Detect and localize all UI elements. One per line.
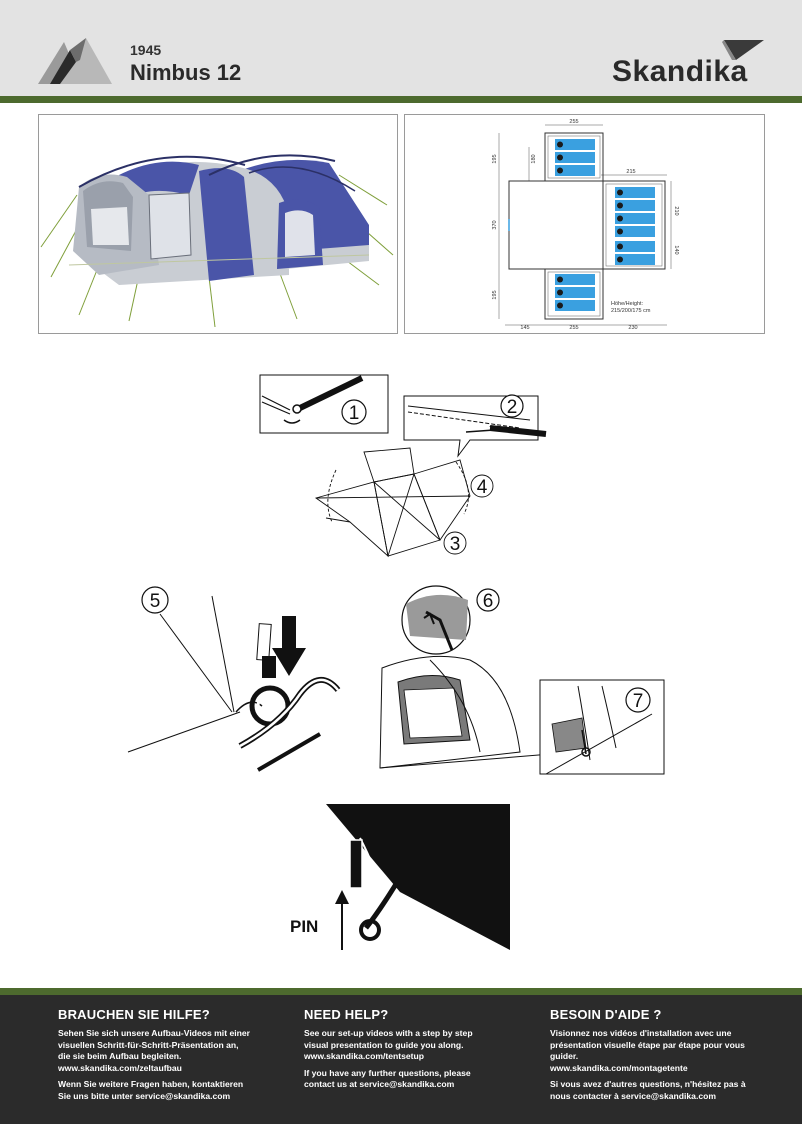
dim-right-wing: 215 bbox=[626, 169, 635, 175]
skandika-flag-icon bbox=[722, 40, 764, 60]
dim-right-top: 210 bbox=[673, 206, 679, 215]
dimension-lines bbox=[498, 124, 672, 326]
contact-text-de: Wenn Sie weitere Fragen haben, kontaktie… bbox=[58, 1079, 244, 1101]
help-text-fr: Visionnez nos vidéos d'installation avec… bbox=[550, 1028, 745, 1073]
step-4-label: 4 bbox=[477, 477, 488, 498]
help-column-de: BRAUCHEN SIE HILFE? Sehen Sie sich unser… bbox=[58, 1007, 280, 1102]
dim-inner-height: 180 bbox=[531, 154, 537, 163]
dim-bottom-3: 230 bbox=[628, 325, 637, 331]
height-label: Höhe/Height: bbox=[611, 301, 644, 307]
help-column-en: NEED HELP? See our set-up videos with a … bbox=[304, 1007, 526, 1091]
dim-top-width: 255 bbox=[569, 119, 578, 125]
pin-figure: PIN bbox=[290, 804, 510, 950]
step-6-label: 6 bbox=[483, 591, 494, 612]
step-1-figure: 1 bbox=[259, 374, 389, 434]
beds-bottom bbox=[555, 274, 595, 311]
contact-text-en: If you have any further questions, pleas… bbox=[304, 1067, 471, 1090]
help-footer: BRAUCHEN SIE HILFE? Sehen Sie sich unser… bbox=[0, 995, 802, 1134]
mountain-logo-icon bbox=[38, 38, 112, 84]
step-6-figure: 6 bbox=[379, 585, 601, 769]
tent-illustration bbox=[40, 154, 394, 328]
step-7-figure: 7 bbox=[539, 679, 665, 775]
help-column-fr: BESOIN D'AIDE ? Visionnez nos vidéos d'i… bbox=[550, 1007, 772, 1102]
instruction-figures: 1 2 4 3 bbox=[127, 374, 665, 950]
product-title: Nimbus 12 bbox=[130, 60, 242, 85]
step-3-4-figure bbox=[314, 447, 494, 558]
dim-left-bottom: 195 bbox=[492, 290, 498, 299]
dim-mid-height: 370 bbox=[492, 220, 498, 229]
footer-accent-bar bbox=[0, 988, 802, 995]
brand-logo: Skandika bbox=[612, 55, 748, 88]
step-5-label: 5 bbox=[150, 591, 161, 612]
step-7-label: 7 bbox=[633, 691, 644, 712]
help-text-en: See our set-up videos with a step by ste… bbox=[304, 1028, 473, 1061]
pin-label: PIN bbox=[290, 917, 318, 936]
help-text-de: Sehen Sie sich unsere Aufbau-Videos mit … bbox=[58, 1028, 250, 1073]
contact-text-fr: Si vous avez d'autres questions, n'hésit… bbox=[550, 1079, 746, 1101]
product-code: 1945 bbox=[130, 42, 162, 58]
help-heading-en: NEED HELP? bbox=[304, 1007, 389, 1022]
floorplan-diagram: 255 195 180 370 195 215 210 140 145 255 … bbox=[492, 119, 679, 331]
dim-right-bottom: 140 bbox=[673, 245, 679, 254]
beds-top bbox=[555, 139, 595, 176]
step-1-label: 1 bbox=[349, 403, 360, 424]
dim-bottom-1: 145 bbox=[520, 325, 529, 331]
step-2-figure: 2 bbox=[403, 394, 547, 458]
help-link-fr[interactable]: www.skandika.com/montagetente bbox=[550, 1062, 688, 1073]
header-accent-bar bbox=[0, 96, 802, 103]
floorplan-panel: 255 195 180 370 195 215 210 140 145 255 … bbox=[404, 114, 765, 334]
page-header: 1945 Nimbus 12 Skandika bbox=[0, 0, 802, 96]
help-link-en[interactable]: www.skandika.com/tentsetup bbox=[304, 1051, 425, 1061]
height-value: 215/200/175 cm bbox=[611, 308, 651, 314]
help-link-de[interactable]: www.skandika.com/zeltaufbau bbox=[58, 1062, 182, 1073]
step-5-figure: 5 bbox=[127, 586, 341, 772]
help-heading-de: BRAUCHEN SIE HILFE? bbox=[58, 1007, 210, 1022]
step-2-label: 2 bbox=[507, 397, 518, 418]
step-3-label: 3 bbox=[450, 534, 461, 555]
dim-bottom-2: 255 bbox=[569, 325, 578, 331]
bottom-strip bbox=[0, 1124, 802, 1134]
help-heading-fr: BESOIN D'AIDE ? bbox=[550, 1007, 662, 1022]
beds-right bbox=[615, 187, 655, 265]
dim-left-top: 195 bbox=[492, 154, 498, 163]
tent-photo-panel bbox=[38, 114, 398, 334]
